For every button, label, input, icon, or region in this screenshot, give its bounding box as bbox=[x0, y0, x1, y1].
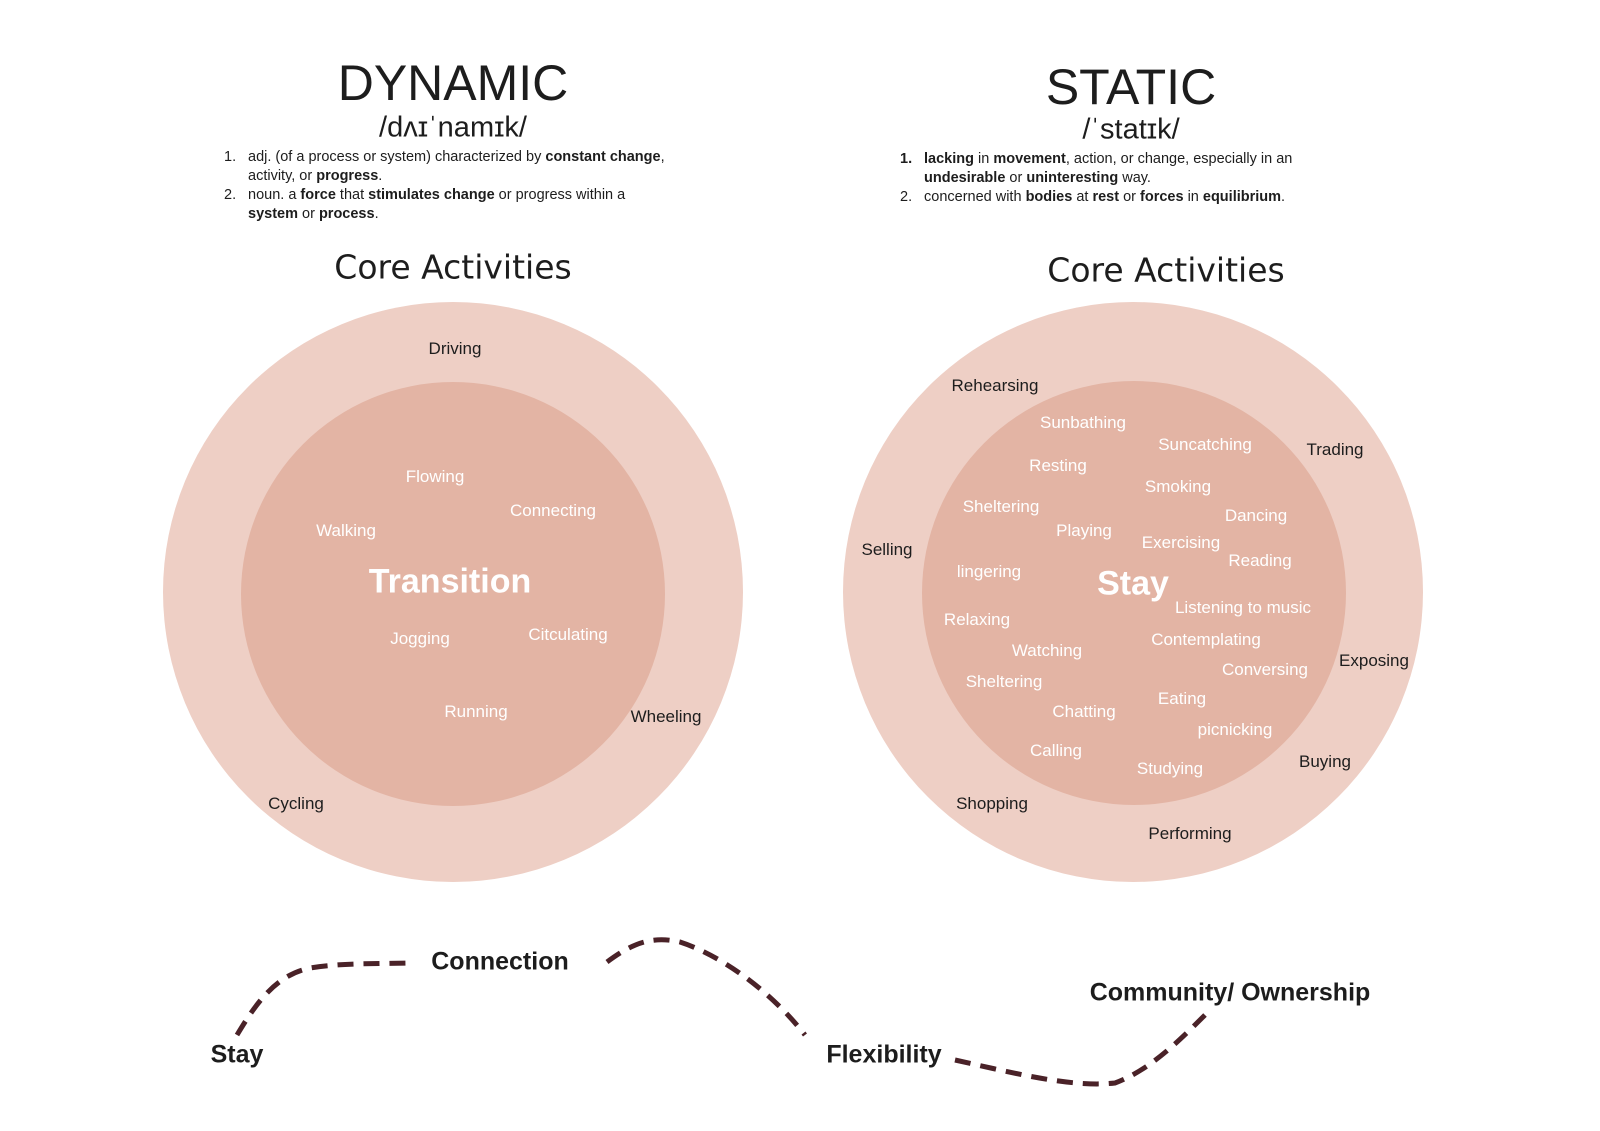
static-title: STATIC bbox=[1045, 59, 1217, 115]
definition-segment: in bbox=[973, 151, 994, 167]
dynamic-inner-circle bbox=[241, 382, 665, 806]
dynamic-inner-activity: Running bbox=[444, 702, 508, 721]
definition-number: 1. bbox=[224, 149, 237, 165]
definition-segment: , action, or change, especially in an bbox=[1065, 151, 1293, 167]
static-outer-activity: Shopping bbox=[956, 794, 1028, 813]
static-inner-activity: Exercising bbox=[1141, 533, 1221, 552]
definition-bold-term: force bbox=[300, 187, 336, 203]
dynamic-definitions: 1. adj. (of a process or system) characte… bbox=[224, 148, 669, 224]
definition-segment: . bbox=[1281, 189, 1286, 205]
definition-segment: or progress within a bbox=[494, 187, 626, 203]
definition-number: 2. bbox=[900, 189, 913, 205]
static-inner-activity: Sheltering bbox=[962, 497, 1040, 516]
static-inner-activity: Sunbathing bbox=[1039, 413, 1127, 432]
definition-bold-term: system bbox=[248, 206, 298, 222]
static-outer-activity: Buying bbox=[1299, 752, 1351, 771]
definition-segment: that bbox=[335, 187, 369, 203]
static-outer-activity: Rehearsing bbox=[951, 376, 1039, 395]
static-inner-activity: lingering bbox=[956, 562, 1022, 581]
definition-text: concerned with bodies at rest or forces … bbox=[924, 188, 1285, 207]
definition-bold-term: movement bbox=[993, 151, 1066, 167]
definition-segment: at bbox=[1072, 189, 1093, 205]
definition-segment: , activity, or bbox=[248, 149, 665, 184]
dynamic-inner-activity: Jogging bbox=[390, 629, 450, 648]
definition-bold-term: progress bbox=[316, 168, 379, 184]
dynamic-outer-activity: Driving bbox=[428, 339, 482, 358]
static-inner-activity: Reading bbox=[1228, 551, 1292, 570]
dynamic-title: DYNAMIC bbox=[337, 55, 569, 111]
definition-segment: or bbox=[1119, 189, 1141, 205]
static-inner-circle bbox=[922, 381, 1346, 805]
static-inner-activity: Resting bbox=[1029, 456, 1087, 475]
definition-segment: . bbox=[378, 168, 383, 184]
flow-label-stay: Stay bbox=[210, 1040, 264, 1069]
flow-label-flexibility: Flexibility bbox=[826, 1040, 942, 1069]
definition-segment: . bbox=[374, 206, 379, 222]
dynamic-center-label: Transition bbox=[368, 562, 532, 601]
flow-label-community-ownership: Community/ Ownership bbox=[1089, 978, 1371, 1007]
static-outer-activity: Selling bbox=[861, 540, 913, 559]
static-inner-activity: Relaxing bbox=[943, 610, 1011, 629]
dynamic-inner-activity: Flowing bbox=[405, 467, 465, 486]
definition-bold-term: constant change bbox=[545, 149, 661, 165]
definition-bold-term: equilibrium bbox=[1202, 189, 1282, 205]
dynamic-inner-activity: Walking bbox=[316, 521, 376, 540]
definition-segment: noun. a bbox=[248, 187, 301, 203]
definition-item: 1. lacking in movement, action, or change… bbox=[900, 150, 1340, 188]
static-inner-activity: Conversing bbox=[1222, 660, 1308, 679]
static-inner-activity: Playing bbox=[1056, 521, 1112, 540]
static-inner-activity: Dancing bbox=[1224, 506, 1288, 525]
definition-text: lacking in movement, action, or change, … bbox=[924, 150, 1340, 188]
definition-segment: concerned with bbox=[924, 189, 1026, 205]
static-inner-activity: Smoking bbox=[1144, 477, 1212, 496]
static-inner-activity: Watching bbox=[1011, 641, 1083, 660]
static-core-title: Core Activities bbox=[1047, 250, 1285, 290]
dynamic-inner-activity: Connecting bbox=[509, 501, 597, 520]
definition-item: 2. concerned with bodies at rest or force… bbox=[900, 188, 1340, 207]
definition-bold-term: process bbox=[318, 206, 375, 222]
static-inner-activity: Calling bbox=[1030, 741, 1082, 760]
dynamic-outer-activity: Cycling bbox=[268, 794, 324, 813]
static-inner-activity: Suncatching bbox=[1158, 435, 1252, 454]
definition-segment: in bbox=[1183, 189, 1203, 205]
static-phonetic: /ˈstatɪk/ bbox=[1082, 113, 1180, 146]
definition-item: 1. adj. (of a process or system) characte… bbox=[224, 148, 669, 186]
definition-bold-term: lacking bbox=[924, 151, 974, 167]
static-inner-activity: Studying bbox=[1136, 759, 1204, 778]
static-inner-activity: Listening to music bbox=[1174, 598, 1312, 617]
definition-segment: adj. (of a process or system) characteri… bbox=[248, 149, 546, 165]
definition-segment: or bbox=[297, 206, 319, 222]
static-definitions: 1. lacking in movement, action, or change… bbox=[900, 150, 1340, 207]
definition-bold-term: forces bbox=[1140, 189, 1184, 205]
definition-item: 2. noun. a force that stimulates change o… bbox=[224, 186, 669, 224]
definition-bold-term: undesirable bbox=[924, 170, 1006, 186]
flow-label-connection: Connection bbox=[431, 947, 569, 976]
static-inner-activity: picnicking bbox=[1197, 720, 1273, 739]
static-outer-activity: Trading bbox=[1306, 440, 1364, 459]
definition-bold-term: rest bbox=[1092, 189, 1120, 205]
static-inner-activity: Eating bbox=[1157, 689, 1207, 708]
definition-number: 1. bbox=[900, 151, 913, 167]
static-outer-activity: Performing bbox=[1148, 824, 1232, 843]
definition-bold-term: stimulates change bbox=[368, 187, 495, 203]
definition-text: noun. a force that stimulates change or … bbox=[248, 186, 669, 224]
definition-bold-term: bodies bbox=[1025, 189, 1073, 205]
definition-number: 2. bbox=[224, 187, 237, 203]
dynamic-phonetic: /dʌɪˈnamɪk/ bbox=[379, 111, 527, 144]
definition-text: adj. (of a process or system) characteri… bbox=[248, 148, 669, 186]
dynamic-core-title: Core Activities bbox=[334, 247, 572, 287]
dynamic-inner-activity: Citculating bbox=[528, 625, 608, 644]
definition-segment: or bbox=[1005, 170, 1027, 186]
dynamic-outer-activity: Wheeling bbox=[630, 707, 702, 726]
static-center-label: Stay bbox=[1097, 564, 1169, 603]
static-inner-activity: Sheltering bbox=[965, 672, 1043, 691]
definition-bold-term: uninteresting bbox=[1026, 170, 1119, 186]
static-outer-activity: Exposing bbox=[1339, 651, 1409, 670]
static-inner-activity: Contemplating bbox=[1151, 630, 1261, 649]
static-inner-activity: Chatting bbox=[1052, 702, 1116, 721]
definition-segment: way. bbox=[1118, 170, 1151, 186]
